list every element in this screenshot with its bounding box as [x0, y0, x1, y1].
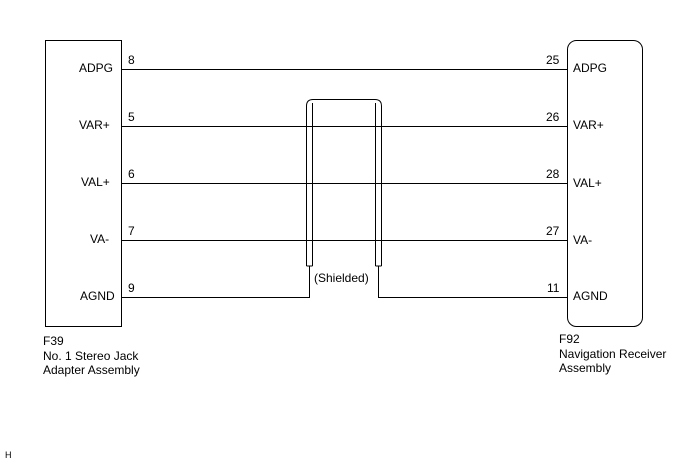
right-signal-adpg: ADPG [573, 61, 608, 75]
left-pin-6: 6 [128, 167, 135, 181]
right-signal-val-plus: VAL+ [573, 176, 602, 190]
right-pin-27: 27 [546, 224, 560, 238]
left-signal-val-plus: VAL+ [81, 175, 110, 189]
wire-agnd-right [378, 266, 567, 298]
left-signal-adpg: ADPG [79, 61, 114, 75]
shield-symbol [306, 99, 382, 267]
left-component-name-2: Adapter Assembly [43, 363, 140, 377]
right-pin-28: 28 [546, 167, 560, 181]
left-signal-var-plus: VAR+ [79, 118, 110, 132]
left-pin-9: 9 [128, 281, 135, 295]
right-component-name-1: Navigation Receiver [559, 347, 667, 361]
right-component-code: F92 [559, 332, 580, 346]
right-component-name-2: Assembly [559, 361, 612, 375]
left-component-box [45, 40, 122, 327]
left-pin-5: 5 [128, 110, 135, 124]
left-signal-agnd: AGND [80, 289, 115, 303]
right-signal-va-minus: VA- [573, 233, 593, 247]
wire-agnd-left [122, 266, 310, 298]
right-pin-11: 11 [547, 281, 560, 295]
right-signal-agnd: AGND [573, 289, 608, 303]
left-signal-va-minus: VA- [90, 232, 110, 246]
left-component-name-1: No. 1 Stereo Jack [43, 349, 139, 363]
shielded-label: (Shielded) [314, 271, 369, 285]
right-pin-25: 25 [546, 53, 560, 67]
right-signal-var-plus: VAR+ [573, 118, 604, 132]
left-pin-8: 8 [128, 53, 135, 67]
left-pin-7: 7 [128, 224, 135, 238]
right-component-box [567, 40, 643, 327]
right-pin-26: 26 [546, 110, 560, 124]
left-component-code: F39 [43, 334, 64, 348]
footer-code: H [5, 450, 12, 460]
